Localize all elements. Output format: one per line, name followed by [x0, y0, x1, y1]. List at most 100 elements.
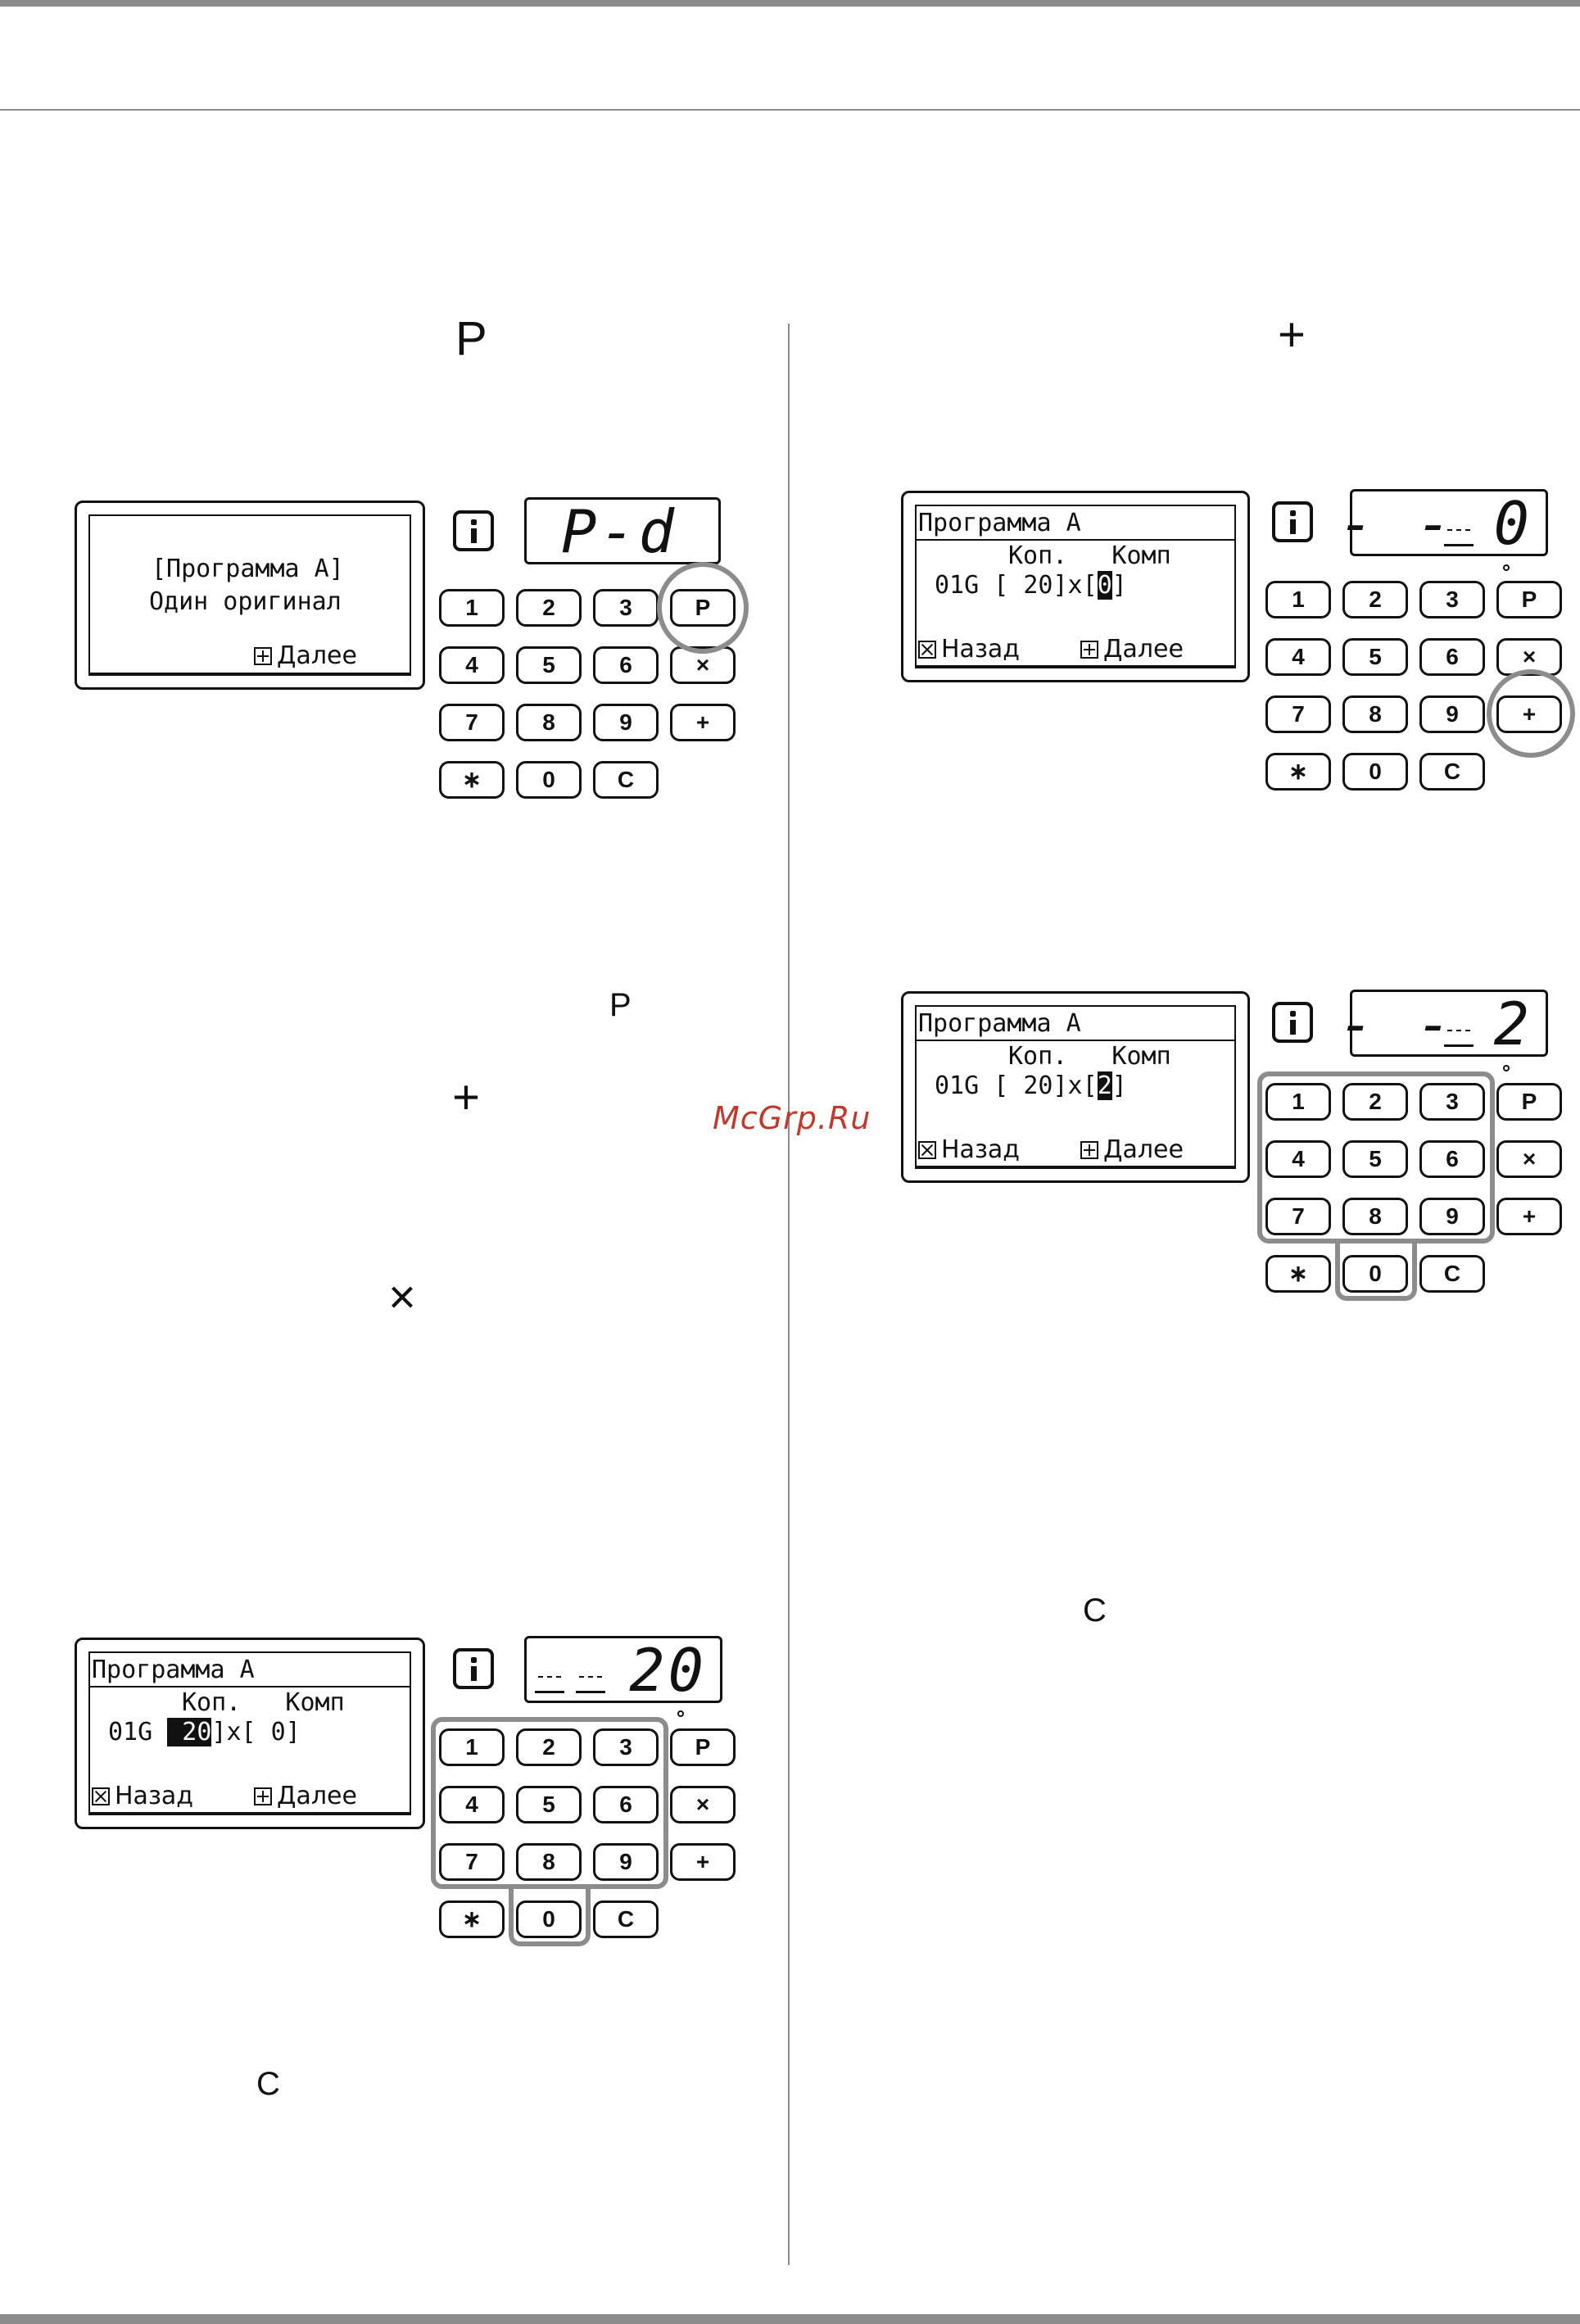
- key-c[interactable]: C: [593, 761, 659, 799]
- key-star[interactable]: ∗: [439, 1900, 505, 1938]
- info-icon: [1290, 1011, 1296, 1017]
- key-2[interactable]: 2: [1342, 581, 1408, 618]
- keypad-4: 1 2 3 P 4 5 6 × 7 8 9 + ∗ 0 C: [431, 1717, 758, 1950]
- key-3[interactable]: 3: [593, 589, 659, 627]
- key-p[interactable]: P: [670, 1728, 736, 1766]
- key-times[interactable]: ×: [670, 646, 736, 684]
- key-1[interactable]: 1: [1265, 581, 1331, 618]
- key-6[interactable]: 6: [593, 646, 659, 684]
- key-times[interactable]: ×: [1496, 1140, 1562, 1178]
- key-5[interactable]: 5: [516, 1786, 582, 1823]
- lcd-column-headers: Коп. Комп: [1008, 1042, 1171, 1071]
- lcd-next-label: Далее: [277, 641, 357, 670]
- info-button[interactable]: [453, 510, 494, 551]
- lcd-panel-2: Программа A Коп. Комп 01G [ 20]x[0] Наза…: [901, 491, 1250, 682]
- lcd-title: Программа A: [918, 509, 1081, 537]
- right-inline-c-symbol: C: [1083, 1592, 1107, 1629]
- lcd-panel-1: [Программа A] Один оригинал Далее: [75, 501, 425, 690]
- key-star[interactable]: ∗: [1265, 1255, 1331, 1293]
- key-8[interactable]: 8: [1342, 1198, 1408, 1235]
- highlight-number-keys: [1257, 1071, 1495, 1244]
- info-icon: [471, 1657, 477, 1663]
- key-1[interactable]: 1: [1265, 1083, 1331, 1121]
- segment-display-1: P-d: [524, 497, 721, 564]
- key-8[interactable]: 8: [516, 704, 582, 741]
- blink-indicator: [535, 1676, 564, 1693]
- lcd-screen: [Программа A] Один оригинал Далее: [88, 514, 411, 676]
- blink-indicator: [1444, 1030, 1474, 1047]
- key-1[interactable]: 1: [439, 1728, 505, 1766]
- key-plus[interactable]: +: [1496, 1198, 1562, 1235]
- key-times[interactable]: ×: [670, 1786, 736, 1823]
- lcd-line-1: [Программа A]: [152, 555, 344, 583]
- key-2[interactable]: 2: [1342, 1083, 1408, 1121]
- key-plus[interactable]: +: [670, 704, 736, 741]
- segment-readout: - - 0: [1338, 489, 1532, 558]
- lcd-screen: Программа A Коп. Комп 01G [ 20]x[2] Наза…: [915, 1005, 1236, 1169]
- info-button[interactable]: [1272, 1002, 1313, 1043]
- key-7[interactable]: 7: [439, 704, 505, 741]
- key-4[interactable]: 4: [1265, 638, 1331, 676]
- key-star[interactable]: ∗: [1265, 753, 1331, 791]
- lcd-back: Назад: [92, 1784, 193, 1809]
- key-2[interactable]: 2: [516, 589, 582, 627]
- copies-cursor: 20: [167, 1718, 212, 1746]
- lcd-title-rule: [917, 1040, 1234, 1041]
- key-0[interactable]: 0: [516, 761, 582, 799]
- key-p[interactable]: P: [1496, 1083, 1562, 1121]
- key-c[interactable]: C: [593, 1900, 659, 1938]
- segment-readout: 20: [629, 1636, 707, 1705]
- key-p[interactable]: P: [1496, 581, 1562, 618]
- key-3[interactable]: 3: [593, 1728, 659, 1766]
- key-0[interactable]: 0: [1342, 753, 1408, 791]
- highlight-zero-key: [509, 1889, 591, 1946]
- key-3[interactable]: 3: [1419, 581, 1485, 618]
- key-4[interactable]: 4: [439, 646, 505, 684]
- key-c[interactable]: C: [1419, 753, 1485, 791]
- cross-box-icon: [918, 1141, 936, 1159]
- key-1[interactable]: 1: [439, 589, 505, 627]
- left-heading-p-symbol: P: [455, 312, 487, 365]
- watermark: McGrp.Ru: [713, 1100, 871, 1136]
- key-8[interactable]: 8: [516, 1843, 582, 1881]
- key-5[interactable]: 5: [516, 646, 582, 684]
- key-9[interactable]: 9: [1419, 695, 1485, 733]
- info-button[interactable]: [453, 1648, 494, 1689]
- inline-plus-symbol: +: [452, 1071, 480, 1124]
- key-0[interactable]: 0: [1342, 1255, 1408, 1293]
- key-4[interactable]: 4: [439, 1786, 505, 1823]
- lcd-data-row: 01G 20]x[ 0]: [108, 1718, 301, 1746]
- key-9[interactable]: 9: [593, 704, 659, 741]
- key-7[interactable]: 7: [439, 1843, 505, 1881]
- key-5[interactable]: 5: [1342, 1140, 1408, 1178]
- segment-display-4: 20: [524, 1636, 722, 1703]
- led-indicator: [1503, 1065, 1510, 1071]
- key-4[interactable]: 4: [1265, 1140, 1331, 1178]
- key-5[interactable]: 5: [1342, 638, 1408, 676]
- info-button[interactable]: [1272, 501, 1313, 542]
- key-8[interactable]: 8: [1342, 695, 1408, 733]
- lcd-panel-4: Программа A Коп. Комп 01G 20]x[ 0] Назад…: [75, 1638, 425, 1829]
- inline-times-symbol: ×: [388, 1271, 416, 1324]
- key-3[interactable]: 3: [1419, 1083, 1485, 1121]
- key-7[interactable]: 7: [1265, 1198, 1331, 1235]
- info-icon: [1290, 510, 1296, 516]
- segment-display-3: - - 2: [1338, 990, 1548, 1057]
- key-plus[interactable]: +: [670, 1843, 736, 1881]
- highlight-plus-key: [1487, 669, 1575, 758]
- keypad-2: 1 2 3 P 4 5 6 × 7 8 9 + ∗ 0 C: [1265, 581, 1580, 802]
- key-c[interactable]: C: [1419, 1255, 1485, 1293]
- key-0[interactable]: 0: [516, 1900, 582, 1938]
- key-6[interactable]: 6: [1419, 1140, 1485, 1178]
- lcd-back: Назад: [918, 1138, 1020, 1162]
- key-2[interactable]: 2: [516, 1728, 582, 1766]
- plus-box-icon: [1080, 1141, 1098, 1159]
- key-9[interactable]: 9: [1419, 1198, 1485, 1235]
- key-6[interactable]: 6: [593, 1786, 659, 1823]
- key-7[interactable]: 7: [1265, 695, 1331, 733]
- key-6[interactable]: 6: [1419, 638, 1485, 676]
- key-9[interactable]: 9: [593, 1843, 659, 1881]
- cross-box-icon: [92, 1787, 110, 1805]
- keypad-3: 1 2 3 P 4 5 6 × 7 8 9 + ∗ 0 C: [1257, 1071, 1580, 1304]
- key-star[interactable]: ∗: [439, 761, 505, 799]
